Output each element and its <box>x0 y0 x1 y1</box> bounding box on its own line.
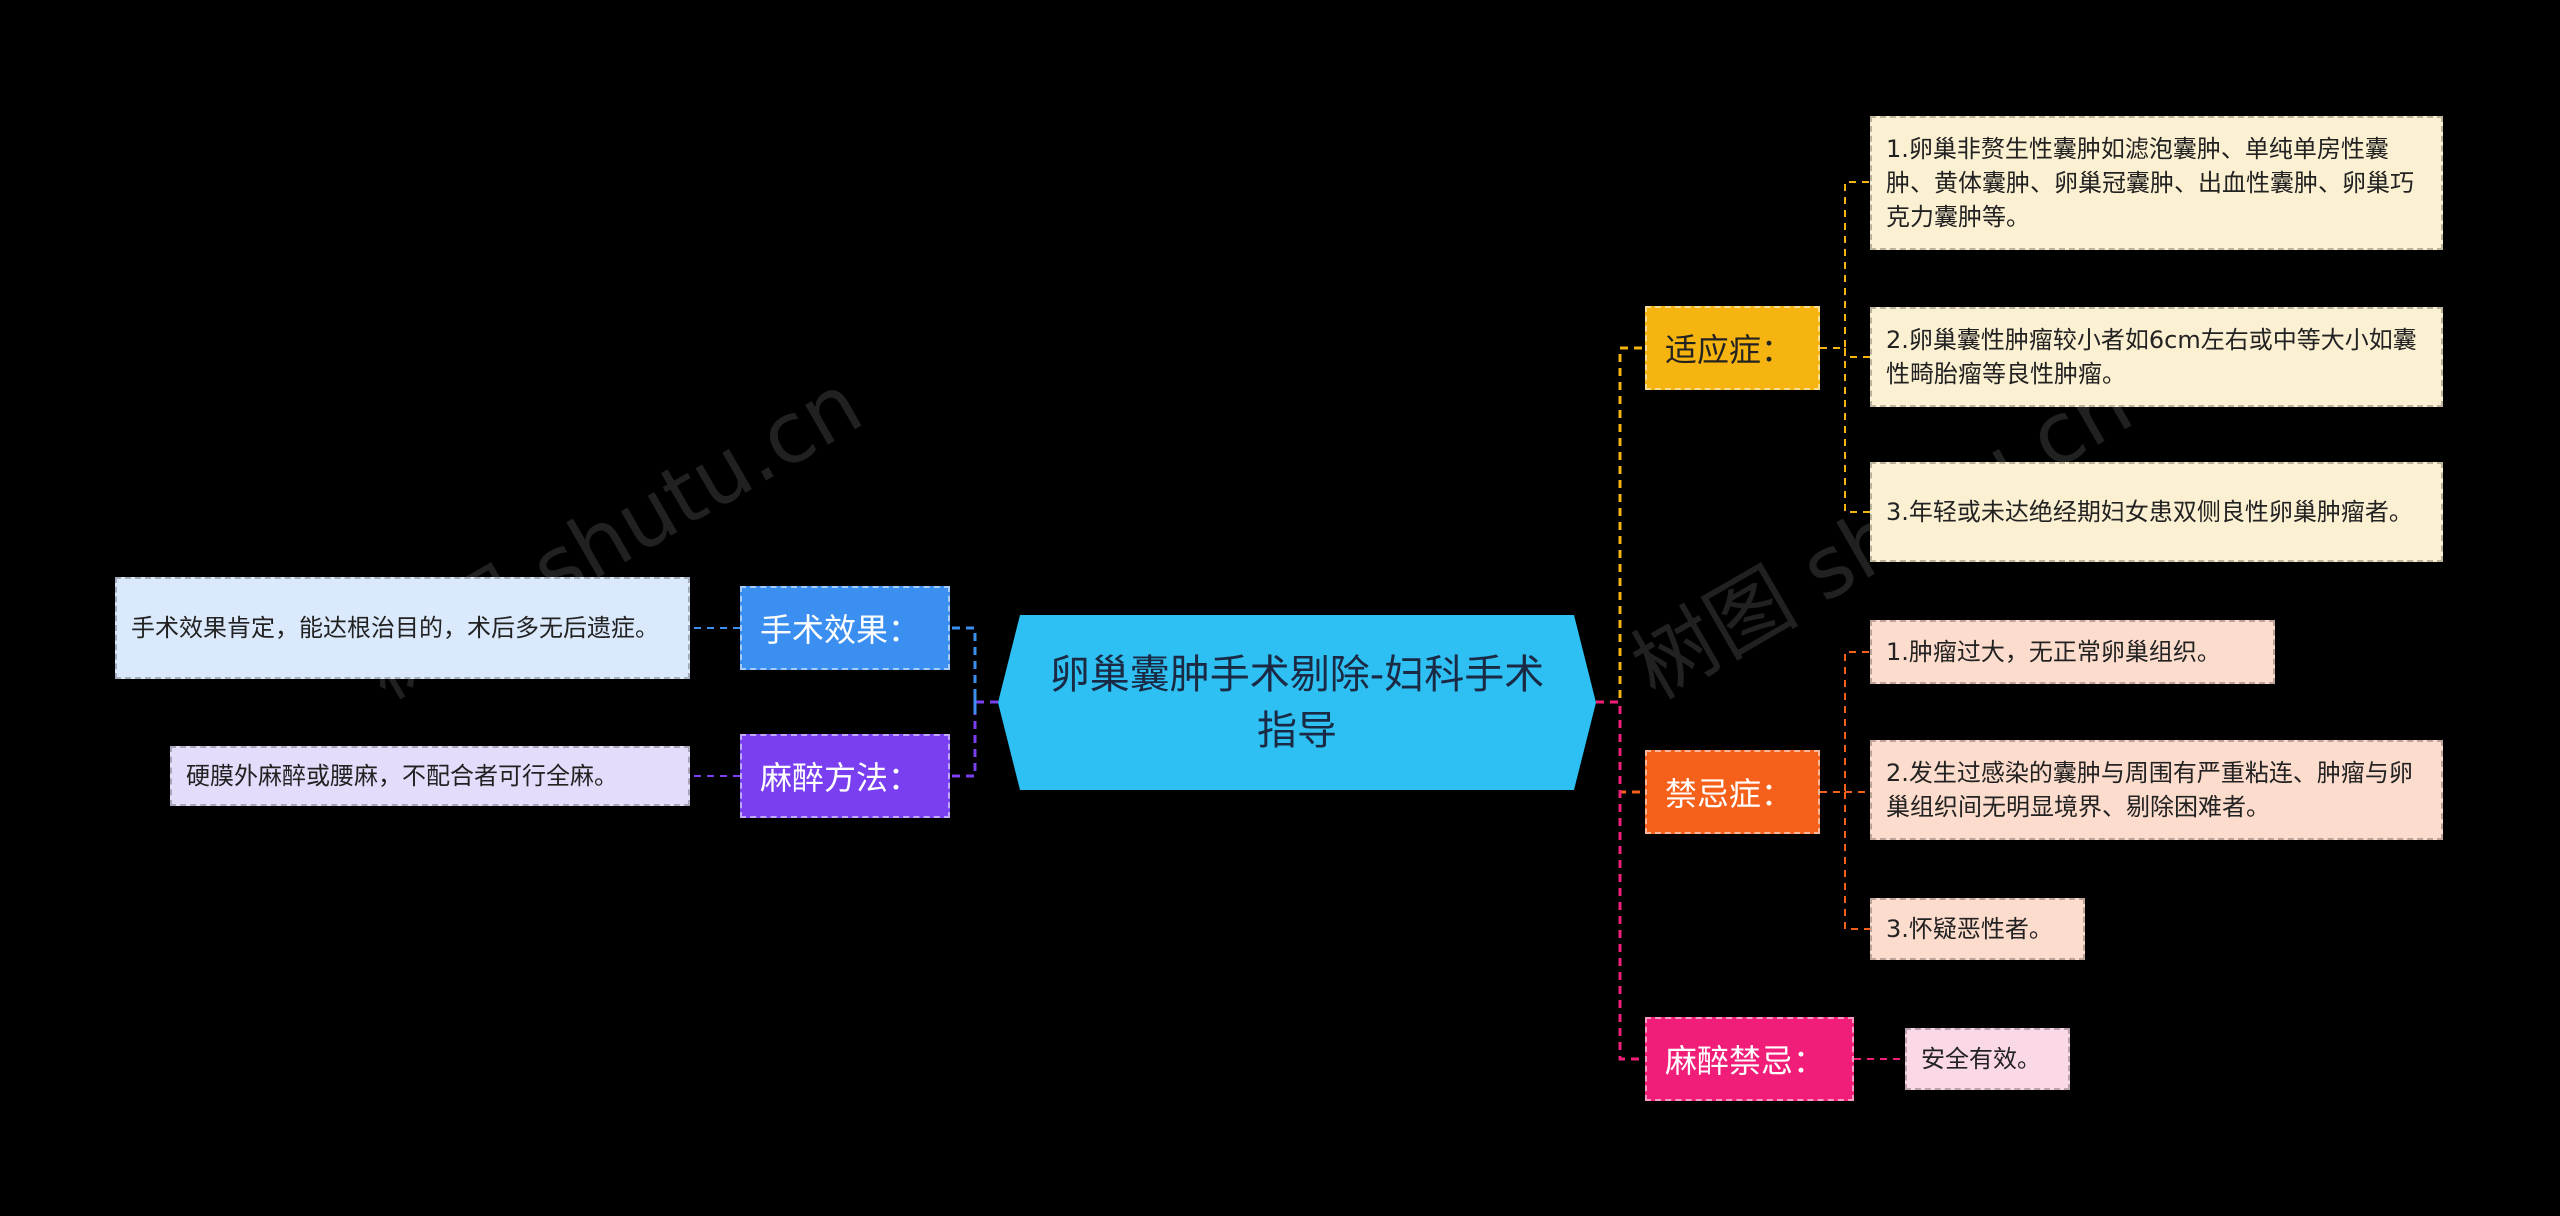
link-indications-leaf3 <box>1844 348 1870 513</box>
leaf-text: 2.发生过感染的囊肿与周围有严重粘连、肿瘤与卵巢组织间无明显境界、剔除困难者。 <box>1886 759 2413 821</box>
link-central-effect <box>950 626 998 704</box>
link-central-anesthesia-contra <box>1596 700 1645 1061</box>
branch-label: 麻醉禁忌： <box>1665 1042 1826 1080</box>
link-central-contraindications <box>1596 700 1645 794</box>
leaf-contraindication-2[interactable]: 2.发生过感染的囊肿与周围有严重粘连、肿瘤与卵巢组织间无明显境界、剔除困难者。 <box>1870 740 2443 840</box>
leaf-contraindication-3[interactable]: 3.怀疑恶性者。 <box>1870 898 2085 960</box>
leaf-anesthesia-method[interactable]: 硬膜外麻醉或腰麻，不配合者可行全麻。 <box>170 746 690 806</box>
central-topic-label: 卵巢囊肿手术剔除-妇科手术指导 <box>1049 651 1545 754</box>
leaf-text: 安全有效。 <box>1921 1045 2041 1073</box>
branch-surgery-effect[interactable]: 手术效果： <box>740 586 950 670</box>
link-indications-leaf1 <box>1820 181 1870 349</box>
link-contra-leaf3 <box>1844 792 1870 930</box>
branch-label: 麻醉方法： <box>760 759 921 797</box>
link-central-indications <box>1596 346 1645 704</box>
leaf-surgery-effect[interactable]: 手术效果肯定，能达根治目的，术后多无后遗症。 <box>115 577 690 679</box>
leaf-text: 2.卵巢囊性肿瘤较小者如6cm左右或中等大小如囊性畸胎瘤等良性肿瘤。 <box>1886 326 2417 388</box>
link-contra-leaf1 <box>1820 651 1870 793</box>
branch-anesthesia-contraindication[interactable]: 麻醉禁忌： <box>1645 1017 1854 1101</box>
branch-label: 禁忌症： <box>1665 775 1794 813</box>
branch-label: 适应症： <box>1665 331 1794 369</box>
central-topic-node[interactable]: 卵巢囊肿手术剔除-妇科手术指导 <box>998 615 1596 790</box>
leaf-text: 1.肿瘤过大，无正常卵巢组织。 <box>1886 638 2221 666</box>
leaf-contraindication-1[interactable]: 1.肿瘤过大，无正常卵巢组织。 <box>1870 620 2275 684</box>
leaf-text: 手术效果肯定，能达根治目的，术后多无后遗症。 <box>131 614 659 642</box>
branch-contraindications[interactable]: 禁忌症： <box>1645 750 1820 834</box>
leaf-text: 1.卵巢非赘生性囊肿如滤泡囊肿、单纯单房性囊肿、黄体囊肿、卵巢冠囊肿、出血性囊肿… <box>1886 135 2414 231</box>
leaf-indication-3[interactable]: 3.年轻或未达绝经期妇女患双侧良性卵巢肿瘤者。 <box>1870 462 2443 562</box>
leaf-text: 3.年轻或未达绝经期妇女患双侧良性卵巢肿瘤者。 <box>1886 498 2413 526</box>
branch-label: 手术效果： <box>760 611 921 649</box>
leaf-anesthesia-contraindication[interactable]: 安全有效。 <box>1905 1028 2070 1090</box>
leaf-indication-1[interactable]: 1.卵巢非赘生性囊肿如滤泡囊肿、单纯单房性囊肿、黄体囊肿、卵巢冠囊肿、出血性囊肿… <box>1870 116 2443 250</box>
branch-indications[interactable]: 适应症： <box>1645 306 1820 390</box>
leaf-text: 硬膜外麻醉或腰麻，不配合者可行全麻。 <box>186 762 618 790</box>
link-central-anesthesia <box>950 700 998 778</box>
leaf-indication-2[interactable]: 2.卵巢囊性肿瘤较小者如6cm左右或中等大小如囊性畸胎瘤等良性肿瘤。 <box>1870 307 2443 407</box>
branch-anesthesia-method[interactable]: 麻醉方法： <box>740 734 950 818</box>
leaf-text: 3.怀疑恶性者。 <box>1886 915 2053 943</box>
